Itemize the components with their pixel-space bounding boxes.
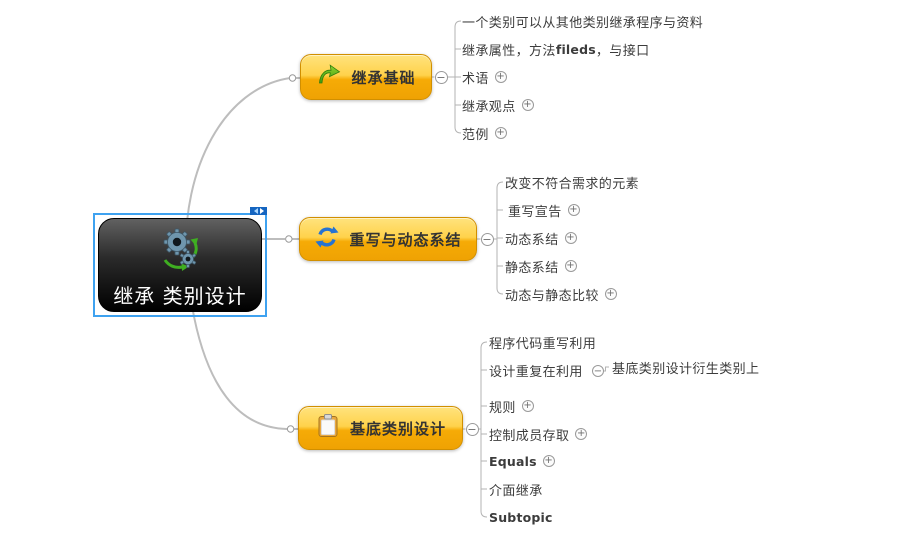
- subtopic-row[interactable]: Equals +: [489, 451, 555, 471]
- subtopic-label: 介面继承: [489, 483, 543, 499]
- subtopic-label: 范例: [462, 127, 489, 143]
- subtopic-row[interactable]: 一个类别可以从其他类别继承程序与资料: [462, 11, 703, 31]
- branch-label: 基底类别设计: [349, 419, 446, 438]
- expand-icon[interactable]: +: [575, 428, 588, 440]
- subtopic-label-bold: fileds: [555, 41, 596, 57]
- subtopic-row[interactable]: 继承观点 +: [462, 95, 534, 115]
- branch-node-inheritance-basics[interactable]: 继承基础: [300, 54, 432, 100]
- expand-icon[interactable]: +: [542, 455, 555, 467]
- subtopic-child-row[interactable]: 基底类别设计衍生类别上: [612, 357, 759, 377]
- subtopic-label: 一个类别可以从其他类别继承程序与资料: [462, 15, 704, 31]
- collapse-icon[interactable]: −: [465, 422, 479, 436]
- subtopic-label: 规则: [489, 400, 516, 416]
- subtopic-row[interactable]: Subtopic: [489, 507, 553, 527]
- subtopic-row[interactable]: 程序代码重写利用: [489, 332, 596, 352]
- collapse-icon[interactable]: −: [480, 232, 494, 246]
- subtopic-label-bold: Equals: [489, 453, 537, 469]
- subtopic-row[interactable]: 设计重复在利用: [489, 360, 583, 380]
- subtopic-label: 动态系结: [505, 232, 559, 248]
- subtopic-label: 设计重复在利用: [489, 364, 583, 380]
- handle-left-arrow-icon: [253, 208, 258, 214]
- clipboard-icon: [315, 413, 341, 443]
- handle-right-arrow-icon: [259, 208, 264, 214]
- subtopic-label: 继承观点: [462, 99, 516, 115]
- subtopic-label: 继承属性，方法: [462, 43, 556, 59]
- selection-handle[interactable]: [250, 207, 267, 215]
- subtopic-row[interactable]: 介面继承: [489, 479, 543, 499]
- expand-icon[interactable]: +: [564, 260, 577, 272]
- subtopic-row[interactable]: 控制成员存取 +: [489, 424, 588, 444]
- subtopic-label: 控制成员存取: [489, 428, 570, 444]
- expand-icon[interactable]: +: [521, 400, 534, 412]
- expand-icon[interactable]: +: [494, 71, 507, 83]
- subtopic-label: 改变不符合需求的元素: [505, 176, 640, 192]
- subtopic-row[interactable]: 重写宣告 +: [508, 200, 580, 220]
- collapse-icon[interactable]: −: [434, 70, 448, 84]
- central-topic[interactable]: 继承 类别设计: [98, 218, 262, 312]
- expand-icon[interactable]: +: [604, 288, 617, 300]
- subtopic-label: 术语: [462, 71, 489, 87]
- subtopic-label: 静态系结: [505, 260, 559, 276]
- subtopic-row[interactable]: 静态系结 +: [505, 256, 577, 276]
- subtopic-label: 重写宣告: [508, 204, 562, 220]
- expand-icon[interactable]: +: [521, 99, 534, 111]
- subtopic-row[interactable]: 规则 +: [489, 396, 534, 416]
- sync-arrows-icon: [314, 224, 340, 254]
- subtopic-row[interactable]: 术语 +: [462, 67, 507, 87]
- subtopic-row[interactable]: 动态系结 +: [505, 228, 577, 248]
- expand-icon[interactable]: +: [564, 232, 577, 244]
- green-arrow-icon: [316, 62, 342, 92]
- collapse-icon[interactable]: −: [592, 365, 604, 377]
- subtopic-row[interactable]: 范例 +: [462, 123, 507, 143]
- subtopic-label: 动态与静态比较: [505, 288, 599, 304]
- subtopic-label: ，与接口: [595, 43, 650, 59]
- subtopic-row[interactable]: 改变不符合需求的元素: [505, 172, 639, 192]
- branch-node-override-dynamic-binding[interactable]: 重写与动态系结: [299, 217, 477, 261]
- subtopic-row[interactable]: 动态与静态比较 +: [505, 284, 617, 304]
- gears-refresh-icon: [153, 224, 207, 280]
- branch-label: 重写与动态系结: [349, 230, 462, 249]
- subtopic-label: 程序代码重写利用: [489, 336, 597, 352]
- subtopic-label-bold: Subtopic: [489, 509, 553, 525]
- subtopic-label: 基底类别设计衍生类别上: [612, 361, 760, 377]
- selection-frame: [93, 207, 267, 317]
- expand-icon[interactable]: +: [494, 127, 507, 139]
- branch-label: 继承基础: [351, 68, 416, 87]
- branch-node-base-class-design[interactable]: 基底类别设计: [298, 406, 463, 450]
- central-topic-label: 继承 类别设计: [113, 284, 247, 308]
- expand-icon[interactable]: +: [567, 204, 580, 216]
